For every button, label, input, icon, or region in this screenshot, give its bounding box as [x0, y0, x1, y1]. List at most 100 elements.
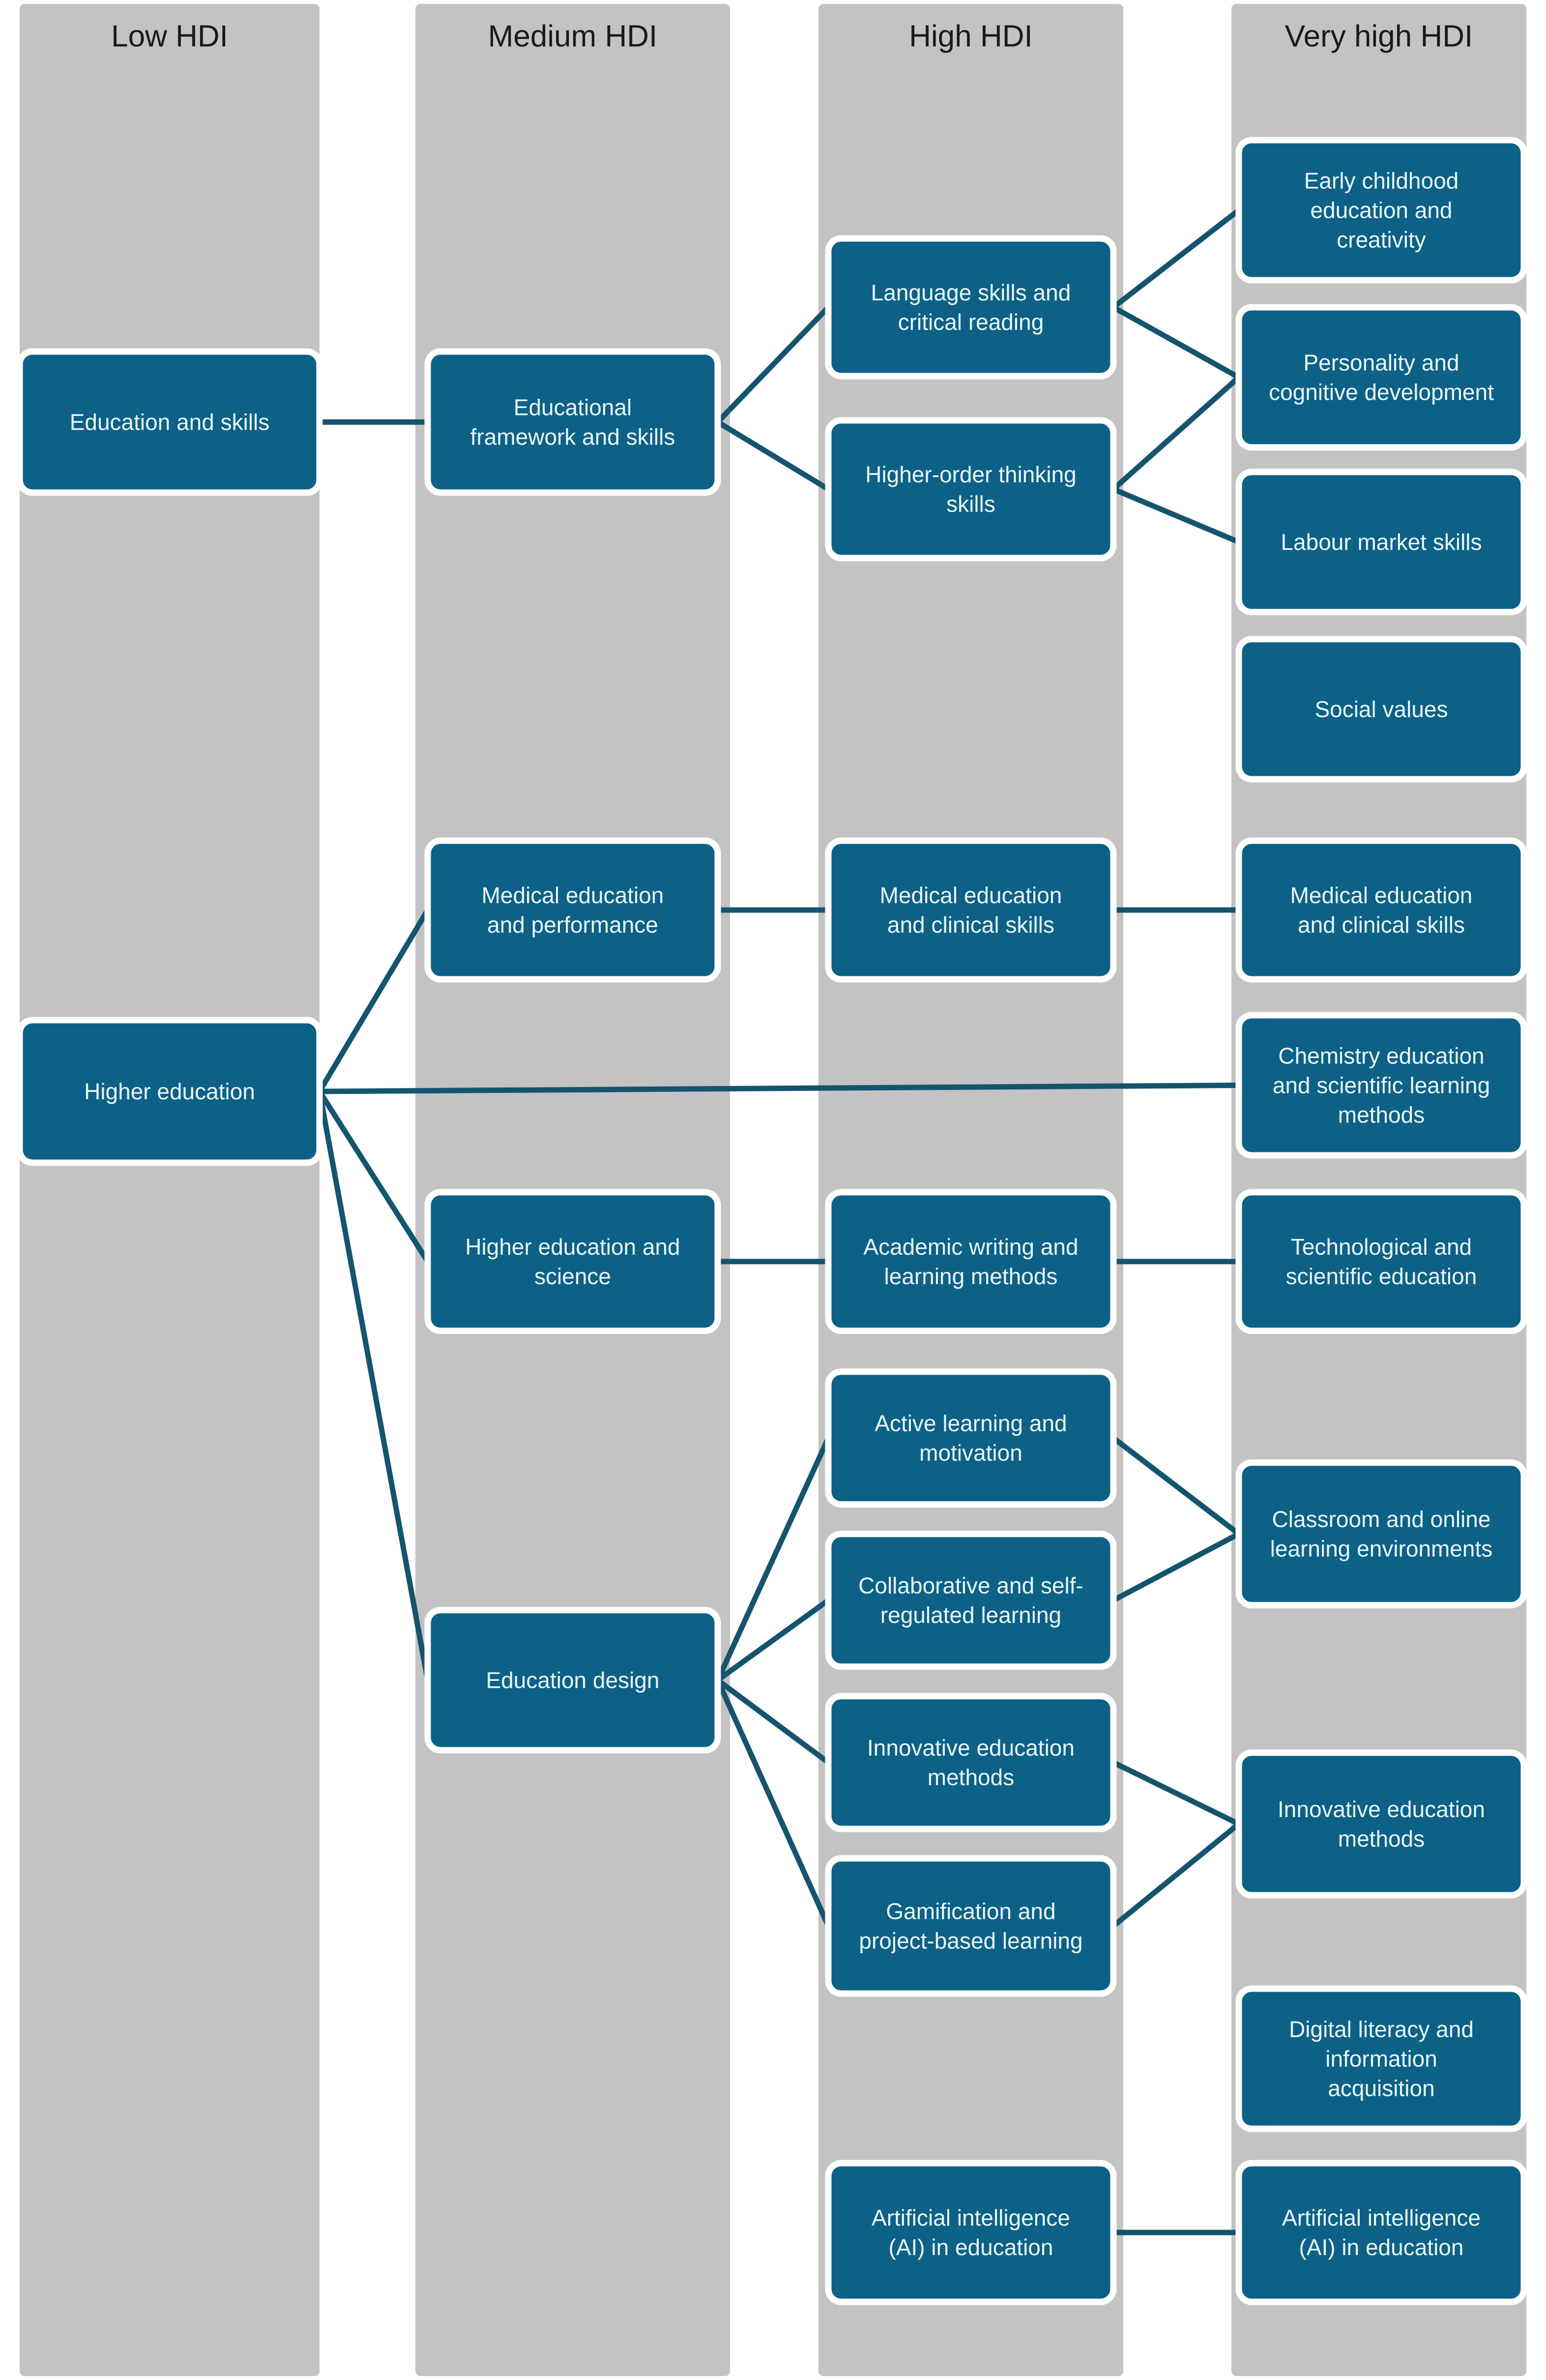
node-n_low_edu[interactable]: Education and skills	[16, 348, 323, 496]
node-box[interactable]	[1235, 1189, 1527, 1334]
node-box[interactable]	[1235, 2160, 1527, 2305]
column-header-veryhigh: Very high HDI	[1285, 19, 1473, 53]
node-box[interactable]	[825, 235, 1117, 380]
link-n_low_he-to-n_med_medical	[317, 909, 430, 1093]
node-box[interactable]	[825, 1693, 1117, 1832]
link-n_med_frame-to-n_high_hots	[716, 419, 830, 492]
node-n_high_ai[interactable]: Artificial intelligence(AI) in education	[825, 2160, 1117, 2305]
link-n_low_he-to-n_vh_chem	[319, 1083, 1239, 1094]
node-box[interactable]	[825, 1368, 1117, 1508]
link-n_high_lang-to-n_vh_early	[1111, 208, 1241, 310]
node-box[interactable]	[825, 1530, 1117, 1670]
node-box[interactable]	[1235, 837, 1527, 983]
column-header-low: Low HDI	[111, 19, 228, 53]
link-n_high_collab-to-n_vh_classroom	[1112, 1531, 1240, 1603]
node-label: Labour market skills	[1281, 529, 1482, 555]
node-label: Higher education	[84, 1079, 255, 1104]
node-box[interactable]	[825, 837, 1117, 983]
link-n_high_hots-to-n_vh_labour	[1112, 486, 1240, 545]
node-box[interactable]	[16, 1017, 323, 1166]
node-box[interactable]	[1235, 1985, 1527, 2132]
link-n_low_he-to-n_med_design	[317, 1091, 431, 1681]
node-label: Collaborative and self-regulated learnin…	[858, 1573, 1083, 1628]
node-box[interactable]	[424, 837, 721, 983]
node-n_vh_labour[interactable]: Labour market skills	[1235, 469, 1527, 616]
node-label: Artificial intelligence(AI) in education	[1282, 2205, 1481, 2260]
node-box[interactable]	[825, 2160, 1117, 2305]
node-box[interactable]	[825, 417, 1117, 561]
link-n_high_lang-to-n_vh_person	[1112, 305, 1240, 380]
node-box[interactable]	[1235, 137, 1527, 284]
node-n_med_design[interactable]: Education design	[424, 1607, 721, 1754]
node-box[interactable]	[424, 1607, 721, 1754]
node-box[interactable]	[16, 348, 323, 496]
node-box[interactable]	[424, 348, 721, 496]
node-n_high_collab[interactable]: Collaborative and self-regulated learnin…	[825, 1530, 1117, 1670]
link-n_med_design-to-n_high_active	[715, 1437, 831, 1681]
node-box[interactable]	[424, 1189, 721, 1334]
node-box[interactable]	[1235, 1459, 1527, 1609]
node-label: Education design	[486, 1668, 660, 1693]
node-box[interactable]	[825, 1855, 1117, 1997]
connector-lines	[317, 208, 1241, 2235]
link-n_low_he-to-n_med_hesci	[317, 1090, 430, 1263]
link-n_high_gamif-to-n_vh_innov	[1111, 1822, 1241, 1928]
node-label: Artificial intelligence(AI) in education	[872, 2205, 1070, 2260]
link-n_med_design-to-n_high_innov	[716, 1678, 830, 1765]
node-label: Education and skills	[70, 410, 270, 435]
column-header-high: High HDI	[909, 19, 1033, 53]
node-n_vh_social[interactable]: Social values	[1235, 636, 1527, 783]
node-box[interactable]	[1235, 1749, 1527, 1899]
link-n_high_active-to-n_vh_classroom	[1111, 1436, 1241, 1536]
column-band-low	[20, 4, 320, 2376]
node-box[interactable]	[1235, 636, 1527, 783]
node-n_vh_ai[interactable]: Artificial intelligence(AI) in education	[1235, 2160, 1527, 2305]
link-n_high_innov-to-n_vh_innov	[1112, 1760, 1240, 1826]
node-box[interactable]	[1235, 1012, 1527, 1159]
node-n_low_he[interactable]: Higher education	[16, 1017, 323, 1166]
link-n_med_design-to-n_high_collab	[716, 1598, 830, 1682]
node-box[interactable]	[1235, 469, 1527, 616]
node-label: Social values	[1314, 697, 1448, 722]
node-box[interactable]	[1235, 304, 1527, 451]
column-header-medium: Medium HDI	[488, 19, 658, 53]
node-box[interactable]	[825, 1189, 1117, 1334]
